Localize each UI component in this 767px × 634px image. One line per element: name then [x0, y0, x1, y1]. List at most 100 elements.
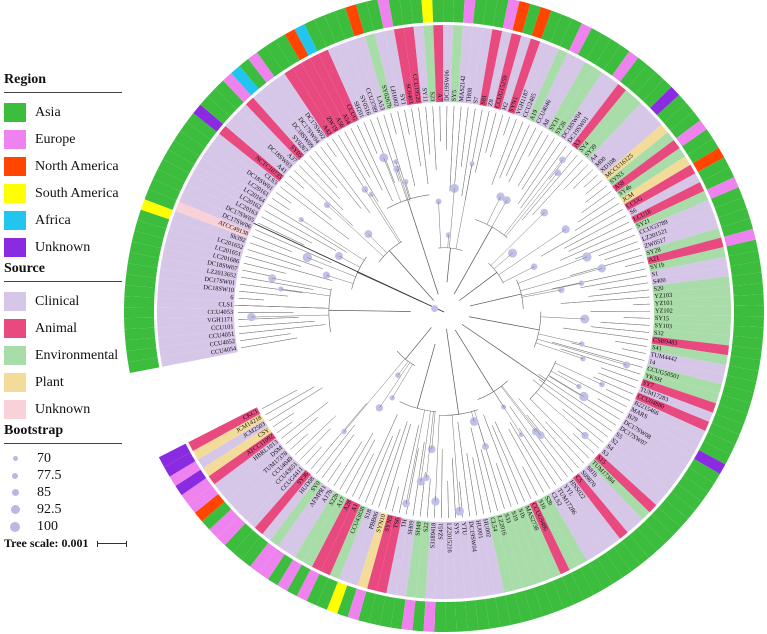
tree-branch [588, 289, 649, 297]
source-strip [647, 357, 725, 385]
legend-item-animal: Animal [4, 315, 122, 342]
tree-branch [480, 449, 498, 511]
source-strip [582, 96, 641, 160]
tree-branch [385, 423, 412, 510]
source-strip [157, 287, 235, 302]
tree-branch [563, 215, 627, 249]
swatch-south-america [4, 184, 26, 203]
region-strip [399, 0, 414, 25]
leaf-label: SY7 [642, 379, 655, 389]
bootstrap-item: 92.5 [4, 501, 122, 518]
tree-branch [294, 170, 354, 227]
tree-branch [552, 268, 646, 290]
tree-branch [352, 453, 374, 497]
tree-branch [499, 121, 524, 179]
tree-branch [371, 194, 402, 243]
region-strip [688, 458, 720, 484]
region-strip [286, 564, 311, 597]
tree-branch [396, 168, 408, 200]
region-strip [492, 0, 509, 29]
source-strip [188, 407, 261, 452]
source-strip [329, 504, 368, 580]
tree-branch [314, 151, 362, 209]
region-strip [698, 441, 731, 465]
region-strip [216, 516, 246, 546]
region-strip [726, 365, 759, 382]
leaf-label: S2 [610, 437, 620, 447]
tree-branch [509, 422, 551, 489]
source-strip [473, 518, 495, 597]
source-strip [158, 278, 236, 295]
tree-branch [333, 441, 363, 487]
tree-branch [469, 316, 540, 331]
source-strip [276, 73, 328, 142]
region-strip [485, 597, 501, 629]
source-strip [415, 520, 431, 599]
region-strip [277, 559, 302, 591]
region-strip [248, 52, 275, 83]
leaf-label: CCU4052 [209, 338, 235, 349]
tree-branch [370, 119, 395, 184]
region-strip [728, 355, 761, 372]
region-strip [514, 590, 533, 623]
source-strip [457, 25, 473, 104]
tree-branch [426, 411, 434, 478]
tree-branch [418, 107, 429, 185]
region-strip [718, 394, 751, 414]
tree-branch [471, 411, 475, 422]
region-strip [550, 14, 572, 47]
source-strip [450, 25, 463, 103]
source-strip [374, 31, 401, 109]
source-strip [625, 412, 697, 458]
tree-branch [439, 106, 441, 142]
source-strip [652, 329, 731, 346]
tree-scale-bar [96, 540, 127, 547]
legend-label: South America [35, 185, 119, 201]
region-strip [207, 88, 237, 117]
region-strip [410, 0, 424, 24]
tree-branch [494, 421, 532, 499]
region-strip [390, 597, 406, 630]
source-strip [260, 85, 316, 151]
tree-branch [624, 261, 644, 267]
region-strip [193, 104, 224, 132]
region-strip [627, 64, 656, 95]
bootstrap-item: 100 [4, 518, 122, 535]
tree-branch [470, 427, 491, 513]
bootstrap-node [431, 305, 439, 313]
tree-branch [633, 303, 650, 306]
tree-scale: Tree scale: 0.001 [4, 536, 127, 551]
leaf-label: LA53 [375, 95, 386, 111]
source-strip [444, 521, 456, 599]
tree-branch [451, 415, 460, 512]
leaf-label: TH08 [465, 87, 474, 102]
tree-branch [239, 290, 288, 297]
source-strip [653, 322, 731, 336]
tree-branch [261, 389, 298, 409]
source-strip [607, 132, 674, 187]
source-strip [435, 521, 446, 599]
region-strip [125, 274, 157, 288]
region-strip [595, 39, 621, 70]
region-strip [137, 209, 170, 229]
tree-branch [538, 379, 613, 432]
source-strip [338, 507, 374, 583]
leaf-label: SZ451 [438, 523, 445, 540]
region-strip [495, 595, 512, 627]
source-strip [233, 454, 295, 515]
tree-branch [363, 122, 378, 154]
region-strip [694, 450, 726, 475]
tree-branch [581, 191, 612, 213]
tree-branch [390, 112, 397, 135]
tree-branch [537, 338, 627, 366]
region-strip [730, 345, 762, 361]
source-strip [191, 166, 264, 212]
tree-branch [438, 201, 442, 248]
tree-branch [405, 327, 432, 360]
tree-branch [405, 181, 411, 199]
tree-branch [239, 333, 291, 342]
leaf-label: SY15 [655, 315, 670, 322]
source-strip [645, 364, 722, 394]
tree-branch [258, 222, 305, 246]
leaf-label: SYN1 [508, 96, 520, 113]
